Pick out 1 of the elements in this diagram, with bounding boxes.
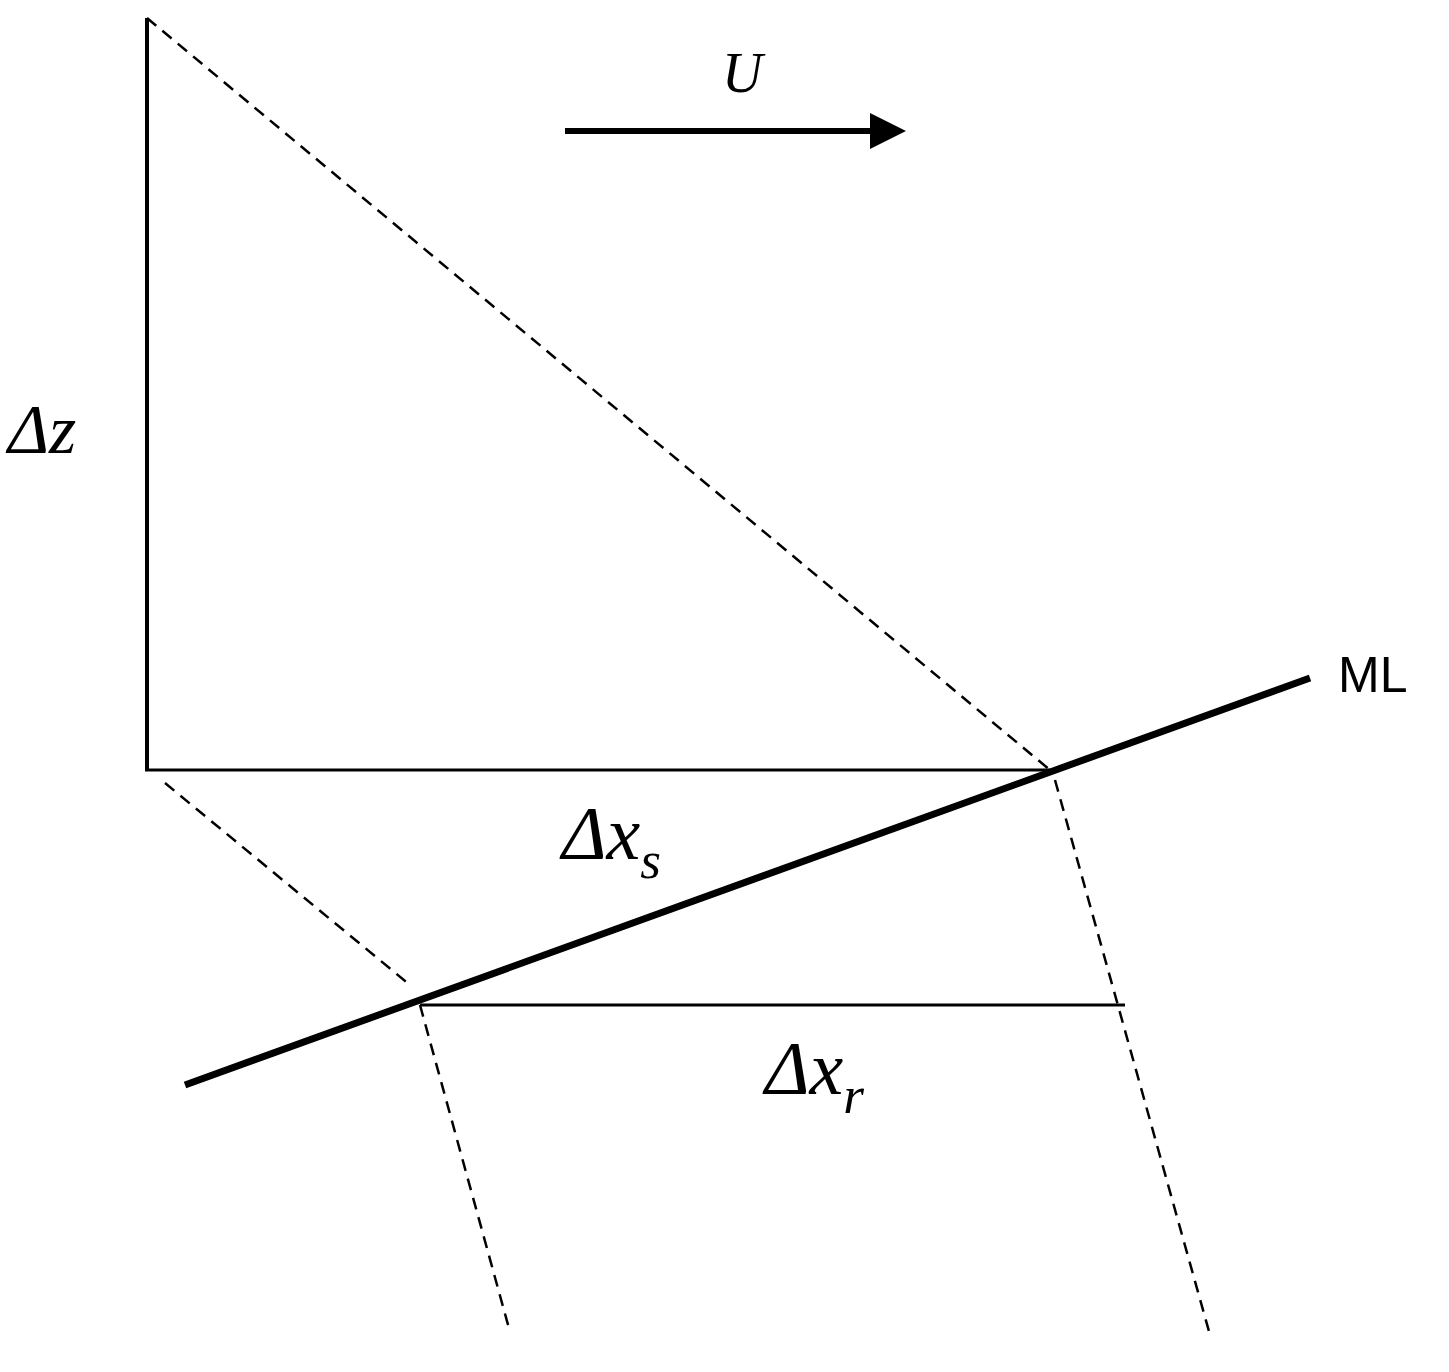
line-label: ML [1338, 650, 1408, 700]
